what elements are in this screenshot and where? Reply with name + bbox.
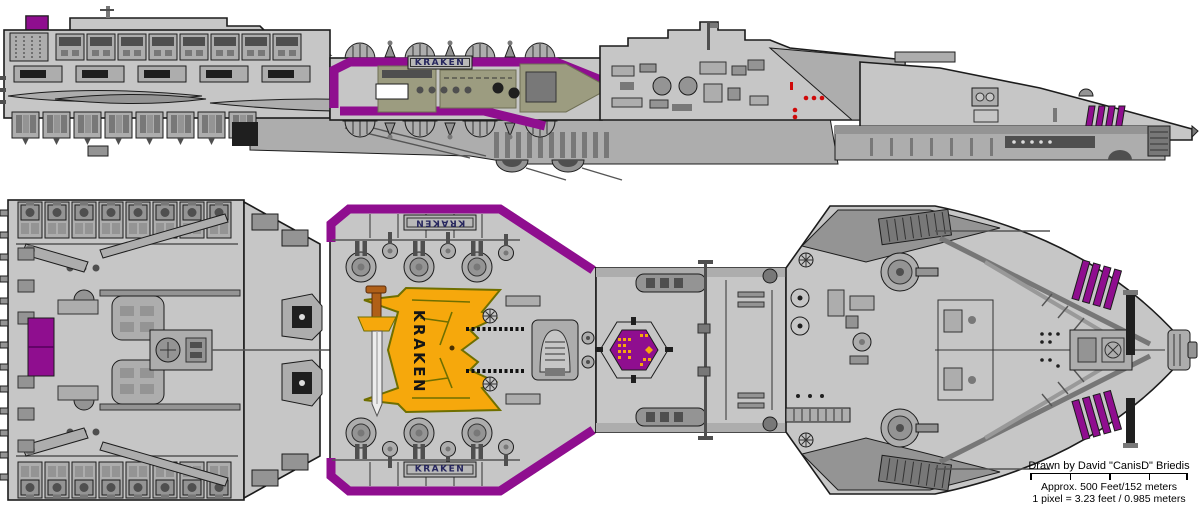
mid-top-half	[326, 204, 596, 307]
mid-white-cutout	[375, 83, 409, 100]
top-nameplate-lower: KRAKEN	[403, 461, 477, 478]
vent-ribs	[494, 132, 609, 158]
side-stern-section	[834, 51, 1199, 161]
credit-artist-line: Drawn by David "CanisD" Briedis	[1028, 460, 1190, 472]
crest-gold-marks	[618, 334, 653, 366]
side-mid-section: KRAKEN	[329, 40, 618, 140]
top-nameplate-upper: KRAKEN	[403, 214, 477, 231]
aft-center-machinery	[785, 288, 1165, 448]
scale-bar-tick	[1148, 474, 1151, 480]
engine-nozzle	[495, 159, 567, 181]
bow-left-teeth	[0, 209, 9, 481]
bow-center-machinery	[149, 329, 330, 371]
credits-block: Drawn by David "CanisD" Briedis Approx. …	[1020, 460, 1198, 505]
side-underside-hull	[249, 117, 839, 181]
stern-engine-band	[834, 125, 1171, 161]
top-mid-section: KRAKEN KRAKEN KRAKEN	[326, 204, 596, 494]
side-bow-section	[0, 6, 479, 157]
top-aft-section	[785, 205, 1198, 495]
scale-bar	[1030, 473, 1188, 481]
keel-block	[232, 122, 258, 146]
top-view: KRAKEN KRAKEN KRAKEN	[0, 199, 1198, 501]
scale-bar-tick	[1109, 474, 1111, 480]
side-view: KRAKEN	[0, 6, 1199, 181]
status-lights-red	[790, 82, 825, 120]
kraken-body	[363, 286, 503, 414]
kraken-emblem-text: KRAKEN	[410, 310, 428, 394]
bow-ribbed-block	[9, 32, 49, 62]
top-nameplate-lower-text: KRAKEN	[415, 465, 466, 475]
engine-nozzle	[551, 159, 623, 181]
mid-center-machinery	[466, 308, 595, 392]
kraken-emblem: KRAKEN	[357, 285, 503, 418]
aft-greebles	[611, 59, 769, 111]
bow-panel-row	[13, 65, 311, 83]
top-bow-section	[0, 199, 330, 501]
bow-purple-block	[25, 15, 49, 32]
neck-top-half	[596, 268, 786, 308]
credit-scale-feet: Approx. 500 Feet/152 meters	[1041, 481, 1177, 493]
scale-bar-tick	[1186, 474, 1188, 480]
emblem-sword	[357, 285, 397, 418]
side-nameplate-text: KRAKEN	[415, 58, 466, 68]
credit-scale-pixel: 1 pixel = 3.23 feet / 0.985 meters	[1032, 493, 1186, 505]
aft-purple-fan	[1071, 259, 1123, 311]
top-nameplate-upper-text: KRAKEN	[415, 218, 466, 228]
aft-tail-cap	[1167, 329, 1198, 371]
mid-olive-panels	[377, 63, 612, 113]
scale-bar-tick	[1069, 474, 1072, 480]
neck-antenna-rod	[697, 260, 713, 440]
top-neck-section	[595, 260, 787, 440]
scale-bar-tick	[1030, 474, 1032, 480]
hex-crest	[595, 317, 673, 383]
bow-top-half	[16, 201, 323, 341]
bow-mast	[106, 6, 110, 18]
side-nameplate: KRAKEN	[407, 55, 473, 70]
